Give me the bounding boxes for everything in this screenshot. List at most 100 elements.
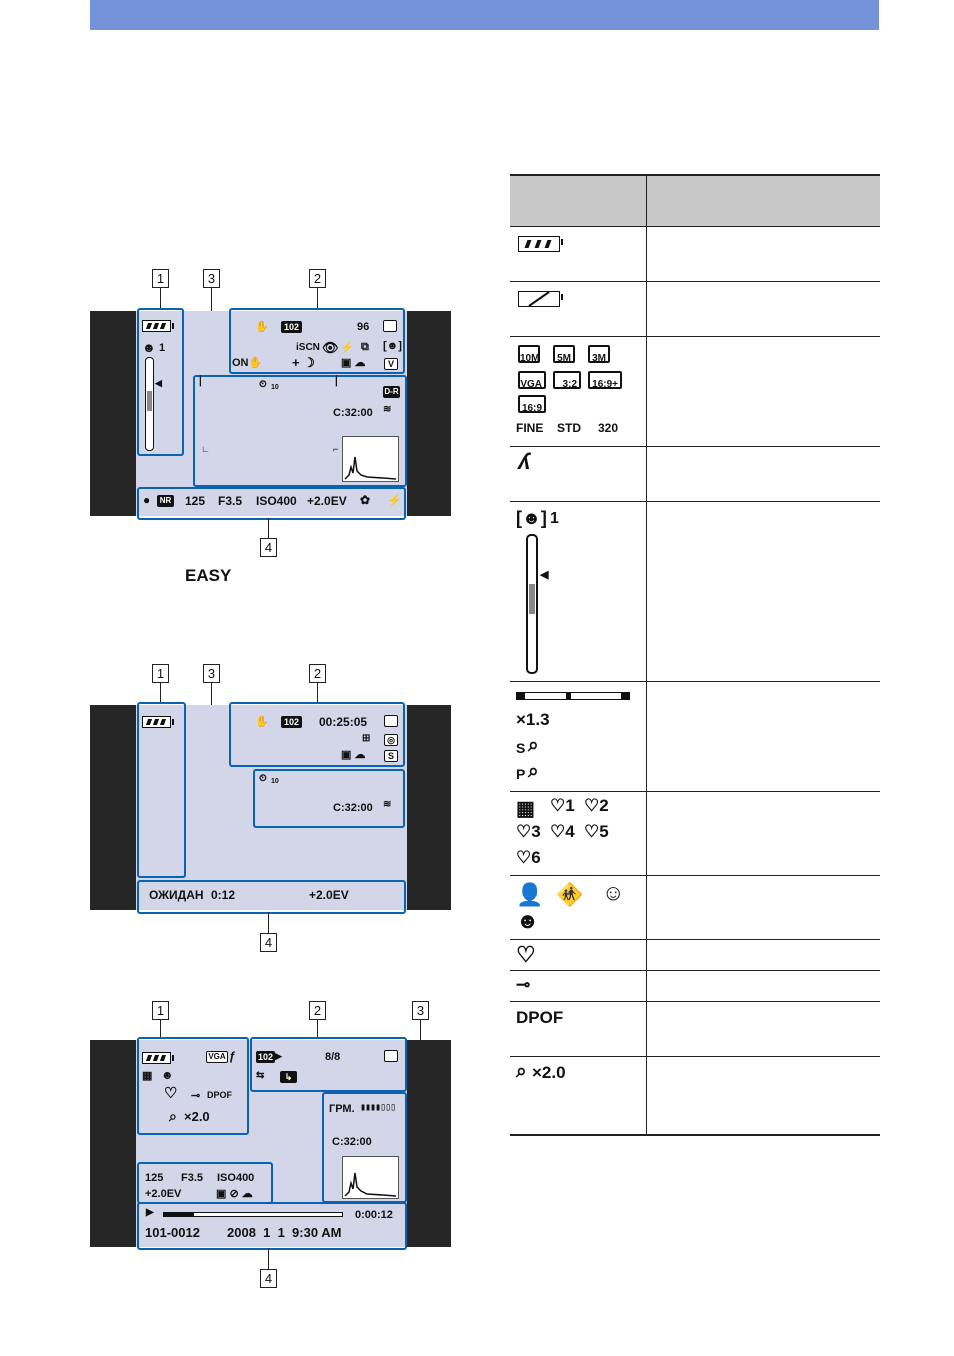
screen1-area-3 <box>193 375 407 487</box>
screen3-folder: 102 <box>256 1051 275 1063</box>
screen1-area-4 <box>137 487 406 520</box>
res-3-2-icon: 3:2 <box>553 371 581 390</box>
screen3-area-4b <box>137 1202 407 1250</box>
movie-std-icon: STD <box>557 421 581 435</box>
playback-zoom-icon: ⌕ <box>516 1061 527 1082</box>
protect-brush-icon: ƒ <box>229 1049 236 1063</box>
play-icon: ▶ <box>146 1207 154 1218</box>
burst-icon: ⧉ <box>361 341 369 353</box>
memory-icon <box>383 320 397 332</box>
image-count: 8/8 <box>325 1051 341 1063</box>
screen2-area-1 <box>137 702 186 878</box>
battery-icon <box>142 320 174 332</box>
playback-progress <box>163 1212 343 1217</box>
exposure-value: +2.0EV <box>309 888 349 902</box>
screen2-area-3 <box>253 769 405 828</box>
aperture: F3.5 <box>218 494 243 508</box>
smile-search-icon: ☻ <box>161 1068 174 1082</box>
callout-1: 1 <box>152 269 169 288</box>
screen2-area-2 <box>229 702 405 767</box>
smile-search-icon: ☻ <box>516 908 540 933</box>
playback-zoom-value: ×2.0 <box>532 1063 566 1082</box>
precision-zoom-icon: ⌕ <box>528 761 539 782</box>
callout-2: 2 <box>309 1001 326 1020</box>
favorites-icons: ▦ ♡1 ♡2 ♡3 ♡4 ♡5 ♡6 <box>510 791 647 876</box>
histogram <box>342 1156 399 1199</box>
recording-capacity: C:32:00 <box>332 1136 372 1148</box>
favorite-3: 3 <box>531 822 541 841</box>
folder-arrow-icon: ▶ <box>275 1051 282 1061</box>
callout-3: 3 <box>412 1001 429 1020</box>
favorite-1: 1 <box>565 796 575 815</box>
file-number: 101-0012 <box>145 1225 200 1240</box>
screen1-area-2 <box>229 308 405 374</box>
self-timer-sub: 10 <box>271 778 279 785</box>
self-timer-sub: 10 <box>271 384 279 391</box>
screen3-area-1 <box>137 1037 249 1135</box>
callout-1: 1 <box>152 664 169 683</box>
precision-zoom-label: P <box>516 766 526 782</box>
header-bar <box>90 0 879 30</box>
image-size-icons: 10M 5M 3M VGA 3:2 16:9+ 16:9 FINE STD 32… <box>510 336 647 447</box>
favorite-2: 2 <box>599 796 609 815</box>
metering-icon: ▣ ☁ <box>341 749 366 761</box>
protect-key-icon: ⊸ <box>191 1090 201 1102</box>
face-count: 1 <box>550 510 559 527</box>
volume-label: ГРМ. <box>329 1103 355 1115</box>
battery-icon <box>142 716 174 728</box>
battery-icon <box>142 1052 174 1064</box>
battery-low-icon <box>518 291 563 307</box>
change-folder-icon: ⇆ <box>256 1070 265 1081</box>
aperture: F3.5 <box>181 1172 204 1184</box>
steadyshot-icon: ✋ <box>255 716 269 728</box>
battery-icon <box>518 236 563 252</box>
vivid-icon: V <box>384 358 398 370</box>
zoom-value: ×1.3 <box>516 710 550 729</box>
steadyshot-icon: ✋ <box>255 321 269 333</box>
recorded-date: 2008 1 1 9:30 AM <box>227 1225 342 1240</box>
memory-icon <box>384 715 398 727</box>
stamina-icon: S <box>384 750 398 762</box>
print-icon: ↳ <box>280 1071 297 1083</box>
histogram <box>342 436 399 482</box>
res-5m-icon: 5M <box>553 345 575 364</box>
exposure-scale <box>526 534 538 674</box>
callout-3: 3 <box>203 664 220 683</box>
res-16-9-icon: 16:9 <box>518 395 546 414</box>
flash-mode-icon: ⚡ <box>340 342 354 354</box>
face-count: 1 <box>159 342 166 354</box>
favorite-icon: ♡ <box>164 1085 178 1102</box>
plus-icon: + ☽ <box>292 355 315 370</box>
red-eye-icon: 👁 <box>322 340 339 355</box>
favorite-5: 5 <box>599 822 609 841</box>
memory-icon <box>384 1050 398 1062</box>
dro-icon: D-R <box>383 386 400 398</box>
zoom-scale <box>516 692 630 700</box>
self-timer-icon: ⏲ <box>259 773 267 784</box>
exposure-value: +2.0EV <box>307 494 347 508</box>
screen3-dpof: DPOF <box>207 1090 233 1100</box>
baby-search-icon: ☺ <box>602 880 625 905</box>
callout-1: 1 <box>152 1001 169 1020</box>
standby-time: 0:12 <box>211 888 236 902</box>
af-illuminator-icon: ON✋ <box>232 357 263 369</box>
res-vga-icon: VGA <box>518 371 546 390</box>
smart-zoom-icon: ⌕ <box>528 735 539 756</box>
wb-icon: ◎ <box>384 734 398 746</box>
volume-bar: ▮▮▮▮▯▯▯ <box>360 1102 396 1113</box>
metering-flash-icons: ▣ ⊘ ☁ <box>216 1188 253 1200</box>
movie-320-icon: 320 <box>598 421 619 435</box>
callout-2: 2 <box>309 664 326 683</box>
easy-mode-label: EASY <box>185 566 232 585</box>
playback-time: 0:00:12 <box>355 1209 393 1221</box>
recording-capacity: C:32:00 <box>333 802 373 814</box>
shutter-speed: 125 <box>145 1172 164 1184</box>
calendar-icon: ▦ <box>142 1070 153 1082</box>
exposure-scale <box>145 357 154 451</box>
face-detect-icon: [☻] <box>516 508 547 528</box>
callout-2: 2 <box>309 269 326 288</box>
person-search-icon: 👤 <box>516 882 544 907</box>
indicator-table: 10M 5M 3M VGA 3:2 16:9+ 16:9 FINE STD 32… <box>510 174 880 1136</box>
exposure-pointer-icon: ◀ <box>540 569 549 581</box>
screen1-folder: 102 <box>281 321 302 333</box>
